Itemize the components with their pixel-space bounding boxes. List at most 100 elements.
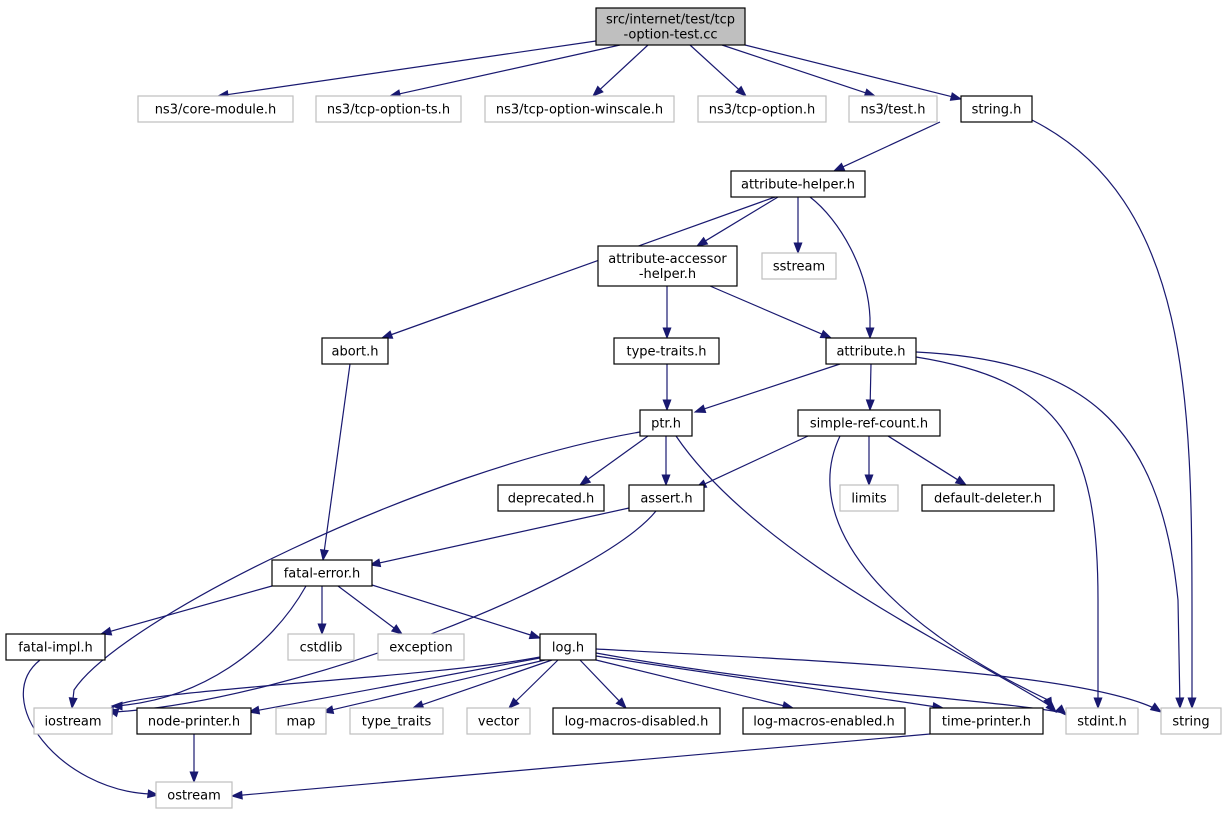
node-box (315, 95, 462, 123)
edge-line (332, 659, 546, 711)
node-label: log.h (552, 641, 584, 656)
edge-arrowhead (865, 399, 875, 412)
node-stringh[interactable]: string.h (960, 95, 1033, 123)
node-logmacdis[interactable]: log-macros-disabled.h (552, 707, 721, 735)
node-fatalerror[interactable]: fatal-error.h (271, 559, 373, 587)
node-label: simple-ref-count.h (810, 417, 928, 432)
node-deprecated[interactable]: deprecated.h (497, 484, 605, 512)
edge-line (675, 435, 1051, 707)
node-label: log-macros-enabled.h (753, 715, 894, 730)
edge-arrowhead (1149, 702, 1163, 713)
edge-arrowhead (411, 700, 425, 709)
edge-arrowhead (578, 475, 592, 486)
node-stdint: stdint.h (1065, 707, 1139, 735)
edge-attribute-to-string (915, 351, 1185, 710)
edge-line (704, 363, 841, 410)
edge-line (22, 659, 151, 795)
node-nodeprinter[interactable]: node-printer.h (136, 707, 252, 735)
node-label: string.h (972, 103, 1022, 118)
edge-line (1031, 119, 1193, 698)
edge-line (595, 659, 784, 707)
node-label: ns3/tcp-option-winscale.h (496, 103, 663, 118)
node-assert[interactable]: assert.h (628, 484, 705, 512)
node-string: string (1160, 707, 1222, 735)
node-box (929, 707, 1044, 735)
edge-arrowhead (230, 790, 243, 800)
edge-simpleref-to-limits (864, 436, 874, 487)
edge-stringh-to-attrhelper (832, 121, 941, 172)
node-logmacen[interactable]: log-macros-enabled.h (742, 707, 906, 735)
node-label: abort.h (332, 345, 379, 360)
edge-line (422, 659, 553, 706)
edge-line (869, 363, 872, 401)
edge-ptr-to-iostream (68, 431, 641, 710)
edge-line (114, 510, 657, 714)
edge-line (809, 196, 871, 328)
edge-line (391, 196, 776, 336)
edge-line (721, 44, 866, 94)
node-map: map (275, 707, 327, 735)
node-timeprinter[interactable]: time-printer.h (929, 707, 1044, 735)
node-box (377, 633, 465, 661)
edge-line (829, 435, 1050, 702)
edge-arrowhead (793, 242, 803, 255)
edge-log-to-type_traits (411, 659, 553, 709)
node-attracc[interactable]: attribute-accessor-helper.h (597, 245, 738, 287)
node-label: map (287, 715, 316, 730)
node-box (848, 95, 938, 123)
node-label: ptr.h (651, 417, 681, 432)
edge-assert-to-iostream (106, 510, 657, 718)
node-exception: exception (377, 633, 465, 661)
node-label: iostream (44, 715, 101, 730)
edge-arrowhead (1055, 704, 1067, 716)
edge-line (110, 585, 273, 632)
edge-arrowhead (615, 697, 627, 710)
node-box (484, 95, 675, 123)
edge-attrhelper-to-attribute (809, 196, 875, 340)
edge-line (258, 657, 541, 711)
edge-line (595, 648, 1159, 711)
node-log[interactable]: log.h (539, 633, 597, 661)
edge-line (108, 656, 541, 711)
node-ostream: ostream (155, 781, 233, 809)
node-typetraitsh[interactable]: type-traits.h (613, 337, 720, 365)
edge-fatalerror-to-fatalimpl (99, 585, 273, 636)
node-label: ns3/test.h (861, 103, 926, 118)
node-sstream: sstream (761, 252, 837, 280)
node-box (271, 559, 373, 587)
node-attribute[interactable]: attribute.h (825, 337, 917, 365)
edge-line (114, 585, 307, 707)
node-label: cstdlib (300, 641, 343, 656)
edge-line (709, 285, 823, 335)
edge-attracc-to-typetraitsh (662, 286, 672, 340)
edge-line (599, 44, 649, 90)
edge-arrowhead (368, 558, 382, 568)
node-iostream: iostream (33, 707, 113, 735)
edge-line (241, 733, 931, 796)
node-attrhelper[interactable]: attribute-helper.h (730, 170, 866, 198)
dependency-edges (22, 40, 1197, 800)
edge-fatalimpl-to-ostream (22, 659, 160, 799)
node-box (33, 707, 113, 735)
node-box (628, 484, 705, 512)
edge-attribute-to-ptr (693, 363, 841, 413)
edge-line (887, 435, 958, 481)
edge-ptr-to-assert (661, 436, 671, 487)
node-box (639, 409, 693, 437)
node-ptr[interactable]: ptr.h (639, 409, 693, 437)
node-label: limits (851, 492, 887, 507)
node-abort[interactable]: abort.h (321, 337, 389, 365)
node-box (287, 633, 355, 661)
node-simpleref[interactable]: simple-ref-count.h (797, 409, 941, 437)
edge-arrowhead (1093, 697, 1103, 710)
node-box (321, 337, 389, 365)
edge-fatalerror-to-cstdlib (317, 586, 327, 636)
node-defdeleter[interactable]: default-deleter.h (921, 484, 1055, 512)
node-root[interactable]: src/internet/test/tcp-option-test.cc (595, 7, 746, 46)
node-tcpopt: ns3/tcp-option.h (697, 95, 827, 123)
edge-arrowhead (662, 327, 672, 340)
node-fatalimpl[interactable]: fatal-impl.h (5, 633, 106, 661)
edge-root-to-tcpts (388, 44, 621, 99)
edge-arrowhead (864, 474, 874, 487)
node-box (136, 707, 252, 735)
